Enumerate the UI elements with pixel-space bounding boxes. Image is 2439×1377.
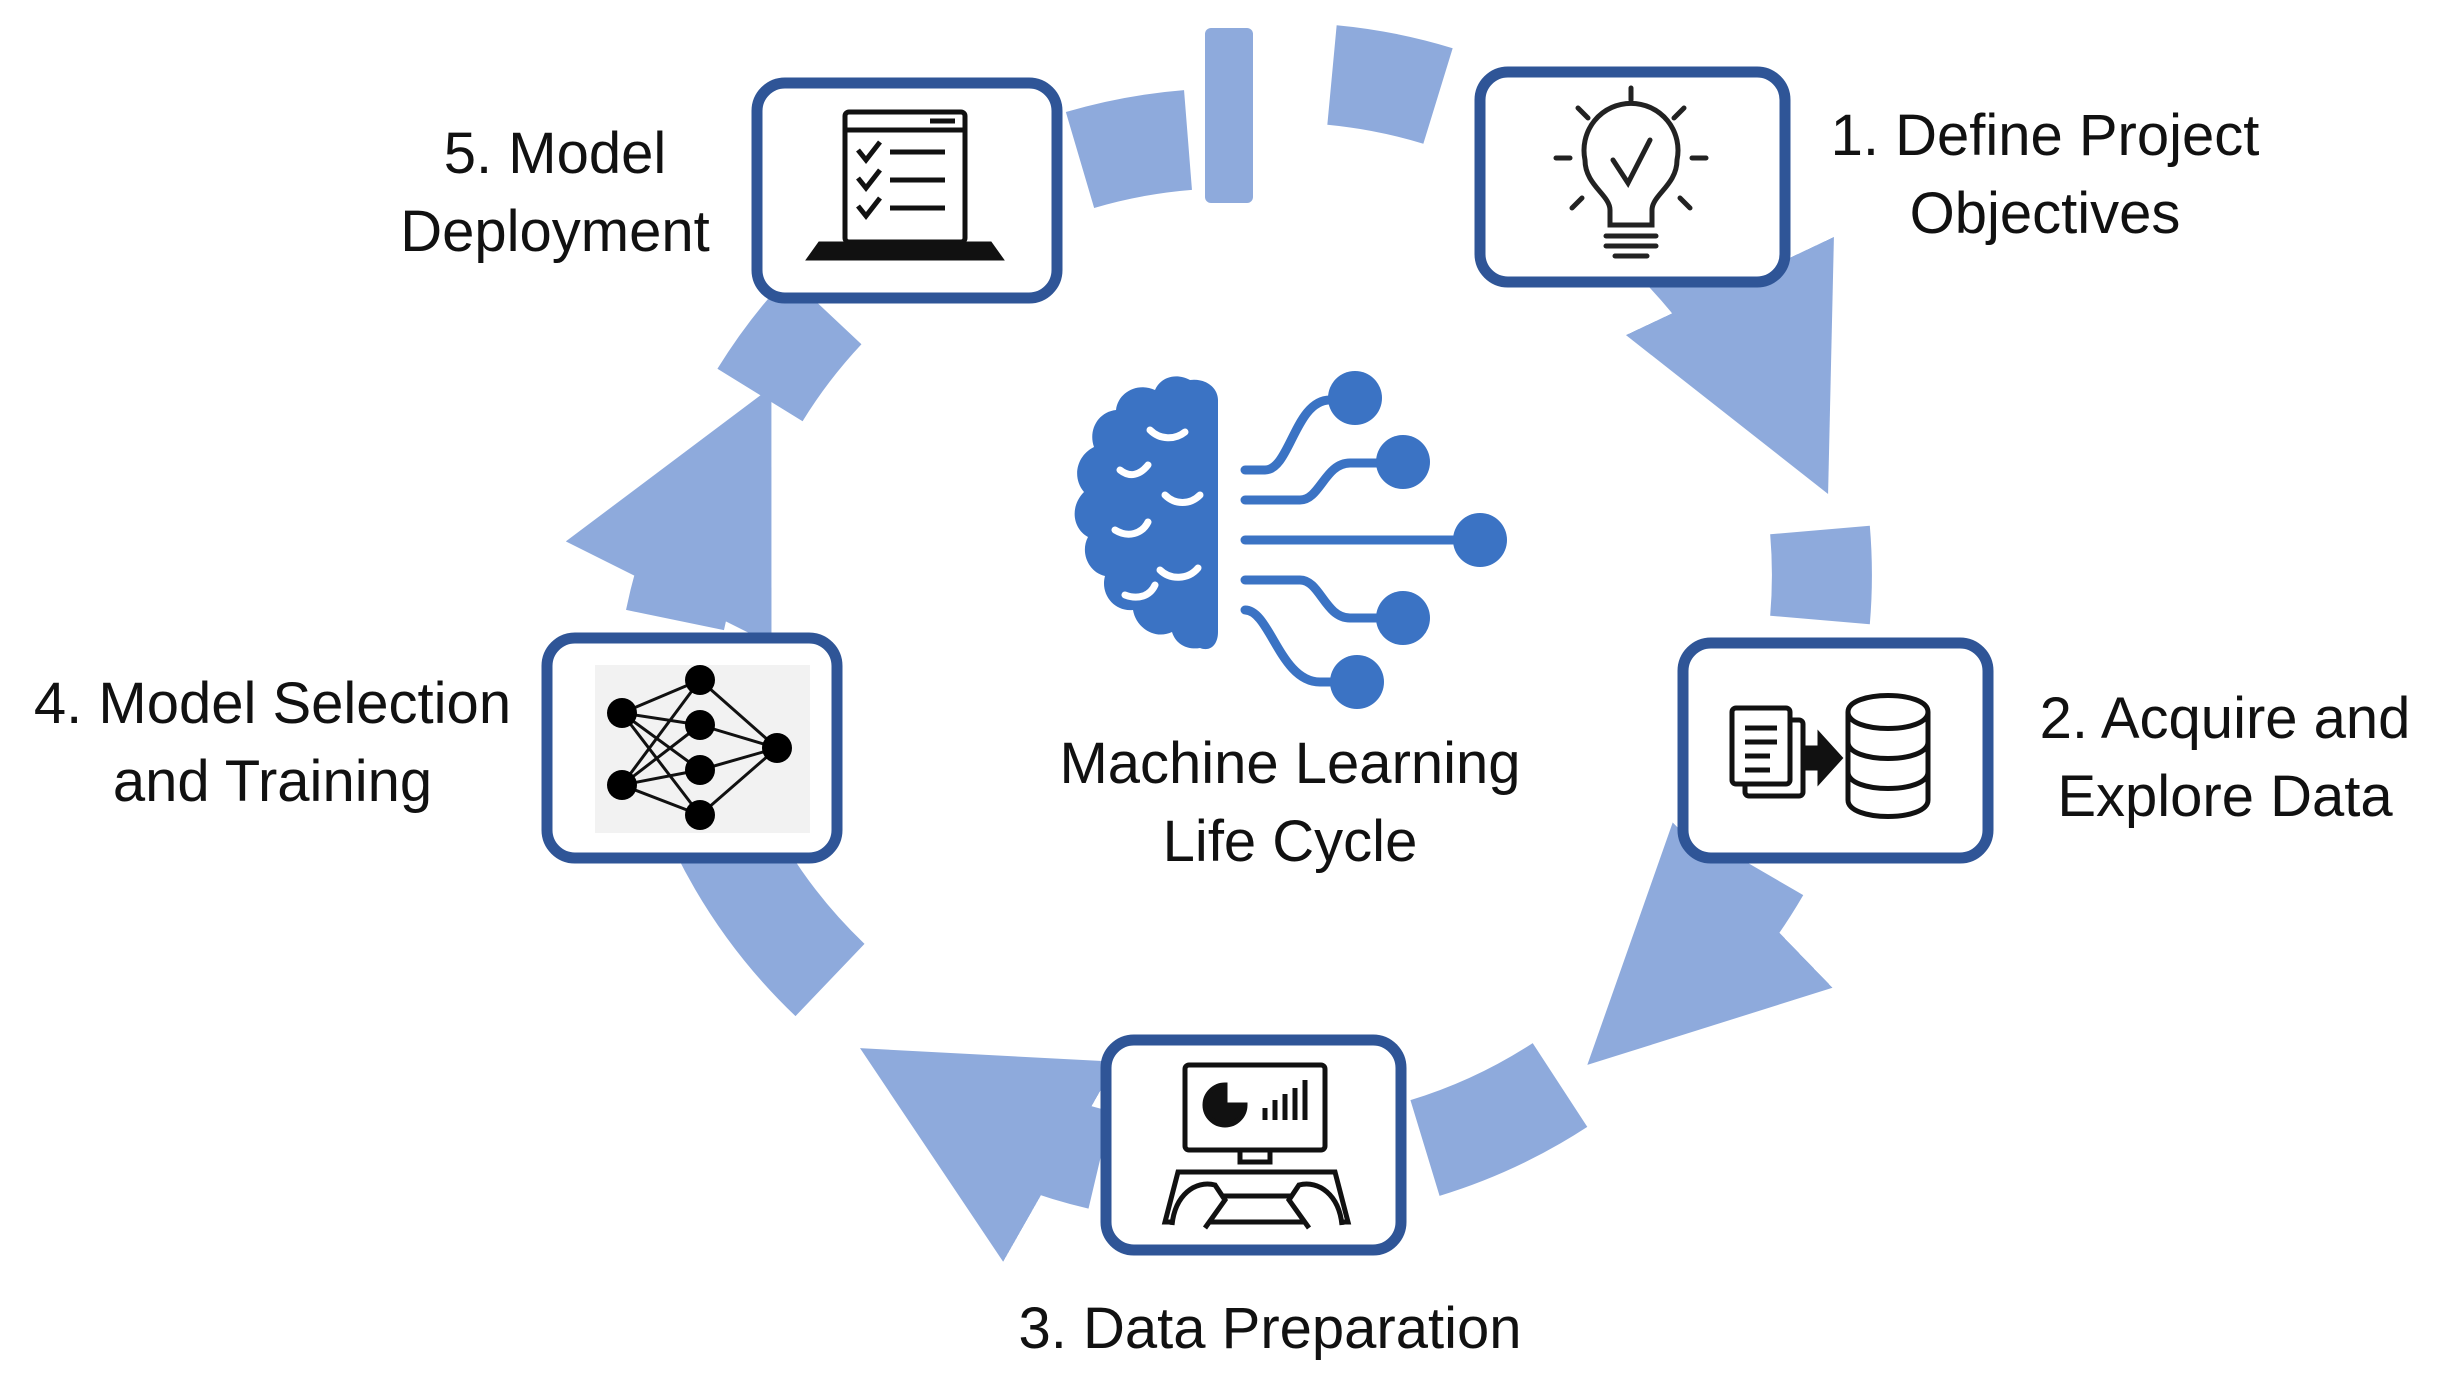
center-title: Machine Learning Life Cycle <box>1030 725 1550 881</box>
center-title-line2: Life Cycle <box>1162 809 1418 874</box>
step5-label-line2: Deployment <box>400 199 710 264</box>
step5-label-line1: 5. Model <box>443 121 667 186</box>
brain-circuit-icon <box>1074 371 1507 709</box>
step4-label-line1: 4. Model Selection <box>33 671 512 736</box>
center-title-line1: Machine Learning <box>1059 731 1521 796</box>
step1-label-line2: Objectives <box>1909 181 2181 246</box>
arrow-step3-to-step4-head <box>860 1048 1117 1262</box>
neural-network-icon <box>595 665 810 833</box>
ring-end-segment-2 <box>1065 90 1193 209</box>
step1-label: 1. Define Project Objectives <box>1805 97 2285 253</box>
step2-label-line1: 2. Acquire and <box>2039 686 2411 751</box>
step3-label: 3. Data Preparation <box>990 1290 1550 1368</box>
step2-label: 2. Acquire and Explore Data <box>2020 680 2430 836</box>
step2-label-line2: Explore Data <box>2057 764 2393 829</box>
lightbulb-check-icon <box>1553 85 1709 259</box>
step1-label-line1: 1. Define Project <box>1830 103 2260 168</box>
step5-label: 5. Model Deployment <box>370 115 740 271</box>
documents-to-database-icon <box>1729 693 1931 819</box>
step3-label-line1: 3. Data Preparation <box>1018 1296 1522 1361</box>
ring-start-segment <box>1326 25 1453 145</box>
arrow-step2-to-step3 <box>1770 525 1872 625</box>
step4-label: 4. Model Selection and Training <box>15 665 530 821</box>
arrow-step4-to-step5-head <box>565 387 772 645</box>
arrow-step3-to-step4 <box>1409 1042 1588 1196</box>
laptop-checklist-icon <box>805 109 1005 261</box>
cycle-end-bar <box>1205 28 1253 203</box>
arrow-step2-to-step3-head <box>1587 822 1833 1065</box>
step4-label-line2: and Training <box>112 749 433 814</box>
ring-end-segment <box>717 275 862 422</box>
computer-workstation-icon <box>1161 1062 1352 1230</box>
